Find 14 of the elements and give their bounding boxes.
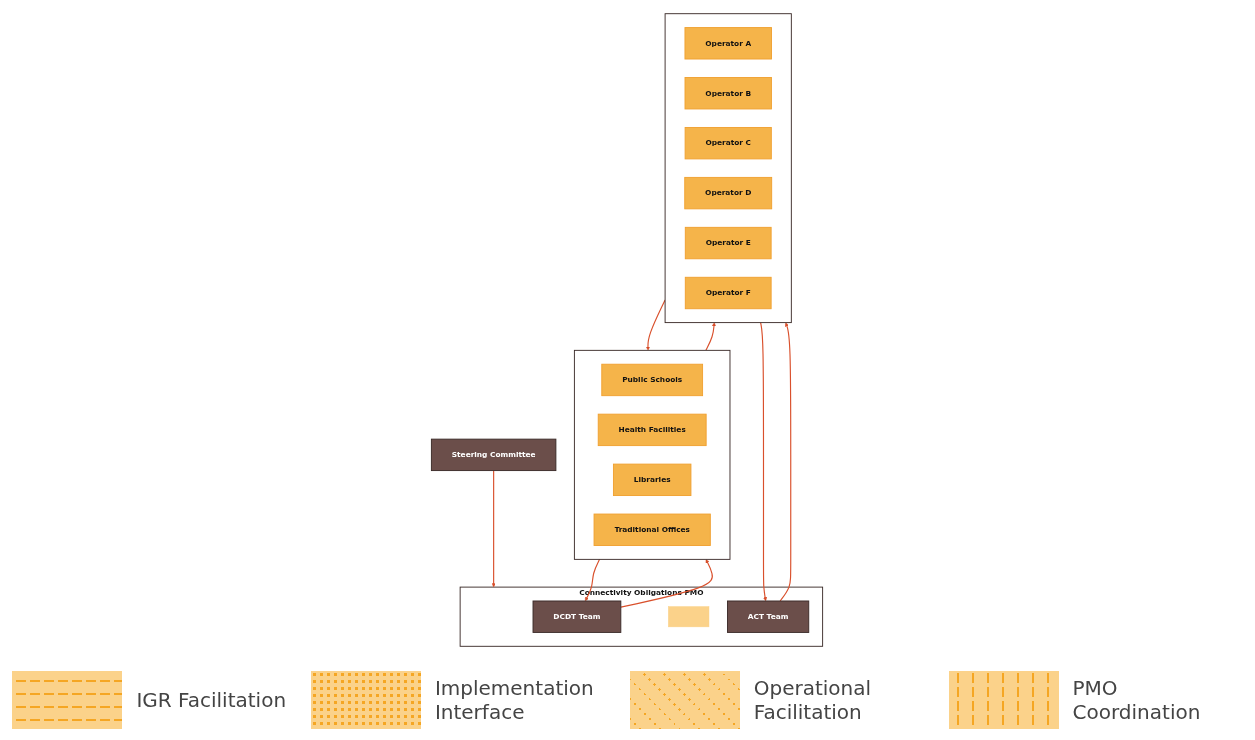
legend-label: Implementation Interface — [434, 676, 595, 724]
arrow — [705, 322, 717, 351]
node-box — [668, 606, 710, 628]
arrow — [780, 322, 792, 602]
arrow — [492, 470, 497, 588]
legend-label: IGR Facilitation — [136, 688, 287, 712]
cluster — [574, 349, 731, 560]
arrow — [585, 558, 601, 602]
cluster — [665, 13, 793, 324]
arrow — [646, 299, 667, 351]
arrow — [620, 559, 714, 608]
legend-label: PMO Coordination — [1072, 676, 1202, 724]
arrow — [760, 322, 768, 602]
legend-label: Operational Facilitation — [753, 676, 873, 724]
